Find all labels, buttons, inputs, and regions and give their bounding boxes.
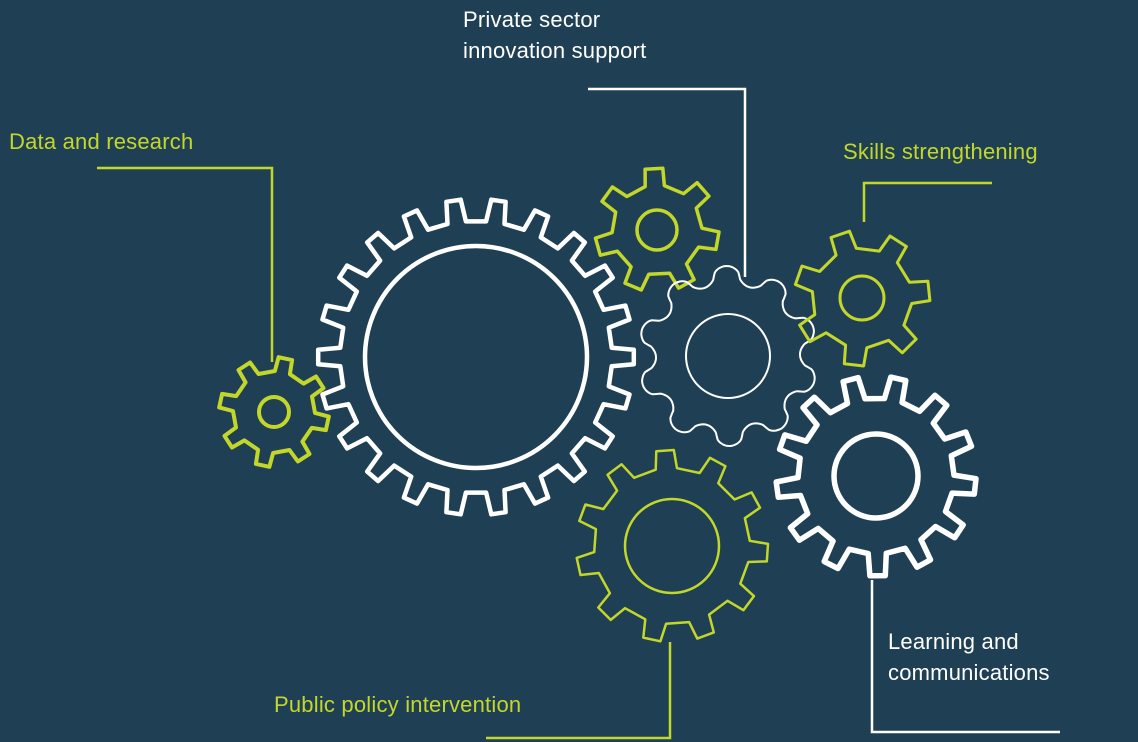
gear-icon: [315, 197, 637, 517]
gear-outline: [773, 374, 979, 579]
connector-public-policy: [486, 642, 672, 740]
label-public-policy: Public policy intervention: [274, 689, 521, 720]
connector-data-research: [97, 166, 274, 362]
connector-learning: [870, 580, 1060, 734]
label-private-sector: Private sector innovation support: [463, 4, 646, 66]
gear-icon: [217, 355, 331, 469]
label-data-research-text: Data and research: [9, 129, 194, 154]
gear-outline: [217, 355, 331, 469]
gear-hole: [685, 313, 771, 399]
label-learning: Learning and communications: [888, 626, 1050, 688]
label-private-sector-line2: innovation support: [463, 38, 647, 63]
label-skills-text: Skills strengthening: [843, 139, 1038, 164]
label-data-research: Data and research: [9, 126, 193, 157]
label-private-sector-line1: Private sector: [463, 7, 601, 32]
connector-skills: [862, 181, 992, 222]
gear-hole: [831, 431, 921, 521]
gear-outline: [575, 448, 770, 643]
connector-private-sector: [588, 87, 747, 277]
gear-icon: [575, 448, 770, 643]
gear-icon: [640, 265, 816, 447]
label-learning-line2: communications: [888, 660, 1050, 685]
gear-icon: [773, 374, 979, 579]
gear-hole: [257, 395, 291, 429]
gear-hole: [623, 497, 721, 595]
gear-outline: [315, 197, 637, 517]
label-learning-line1: Learning and: [888, 629, 1019, 654]
gear-icon: [793, 229, 932, 368]
gear-hole: [362, 243, 590, 471]
gear-hole: [635, 208, 679, 252]
label-skills: Skills strengthening: [843, 136, 1038, 167]
gear-hole: [838, 274, 886, 322]
gear-outline: [640, 265, 816, 447]
gear-outline: [793, 229, 932, 368]
gear-icon: [593, 166, 721, 292]
gear-outline: [593, 166, 721, 292]
label-public-policy-text: Public policy intervention: [274, 692, 522, 717]
